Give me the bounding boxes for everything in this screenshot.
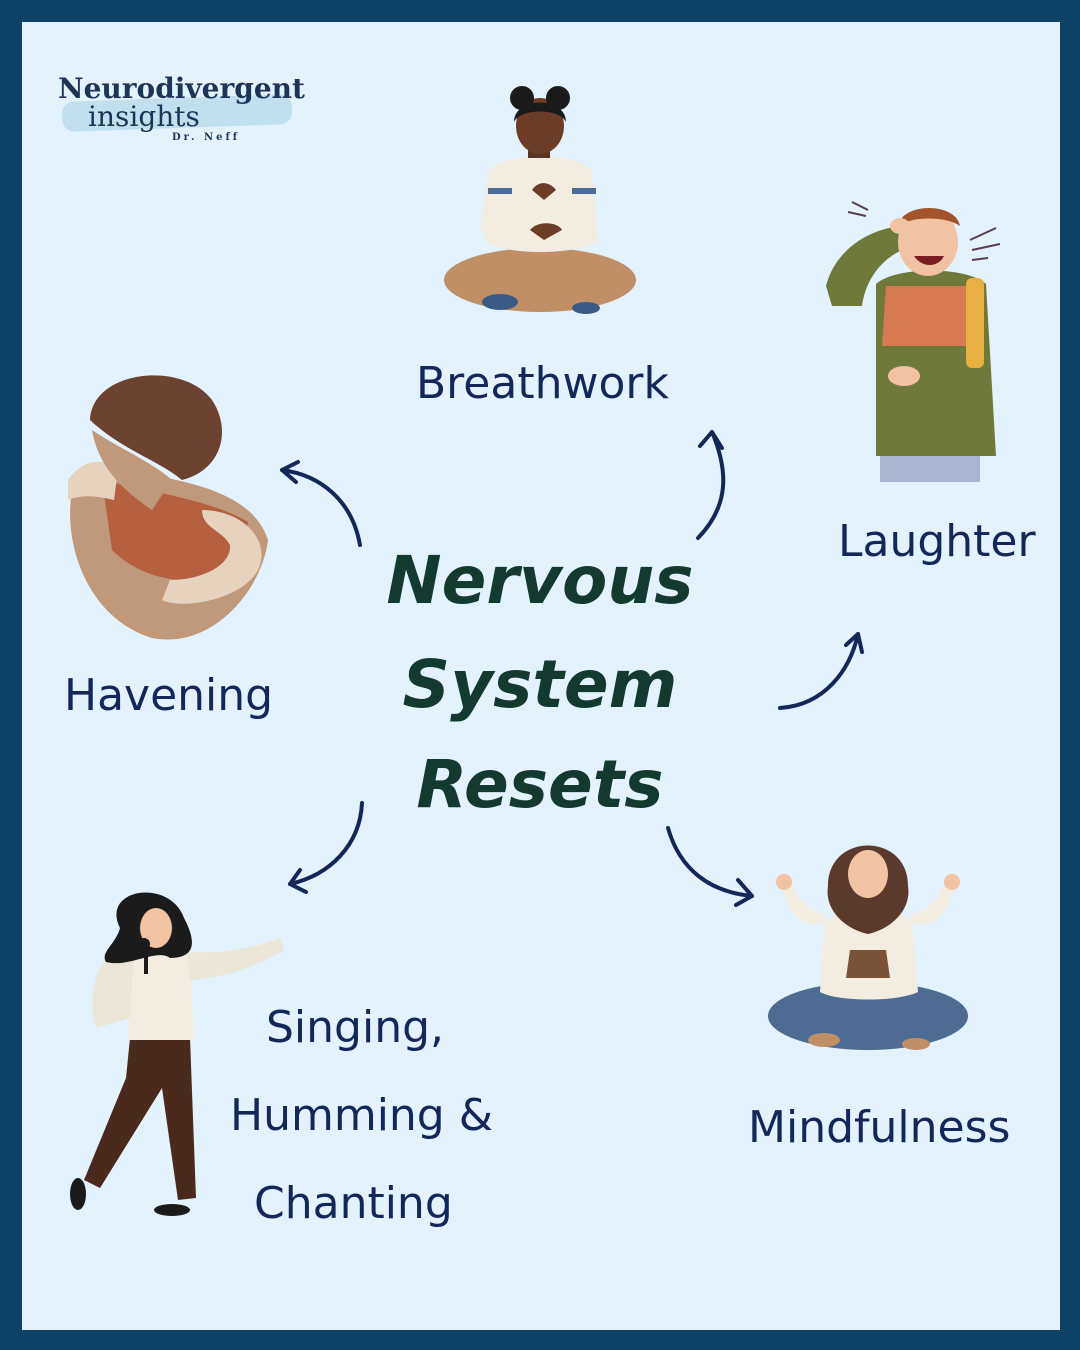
breathwork-label: Breathwork xyxy=(416,358,669,409)
breathwork-illustration xyxy=(444,86,636,314)
singing-label-line-1: Singing, xyxy=(266,1002,444,1053)
havening-label: Havening xyxy=(64,670,274,721)
mindfulness-label: Mindfulness xyxy=(748,1102,1011,1153)
arrow-to-singing xyxy=(288,801,364,894)
title-line-2: System xyxy=(402,646,678,723)
singing-illustration xyxy=(70,892,284,1216)
arrow-to-havening xyxy=(280,460,362,547)
laughter-label: Laughter xyxy=(838,516,1036,567)
logo-line-3: Dr. Neff xyxy=(172,132,241,143)
arrow-to-mindfulness xyxy=(666,826,754,907)
title-line-1: Nervous xyxy=(386,542,694,619)
singing-label-line-2: Humming & xyxy=(230,1090,494,1141)
mindfulness-illustration xyxy=(768,845,968,1050)
title-line-3: Resets xyxy=(416,746,664,823)
logo-line-1: Neurodivergent xyxy=(58,72,305,105)
laughter-illustration xyxy=(826,201,1001,482)
arrow-to-breathwork xyxy=(696,430,726,540)
arrow-to-laughter xyxy=(778,632,864,710)
singing-label-line-3: Chanting xyxy=(254,1178,453,1229)
havening-illustration xyxy=(68,375,268,640)
logo-line-2: insights xyxy=(88,100,200,133)
